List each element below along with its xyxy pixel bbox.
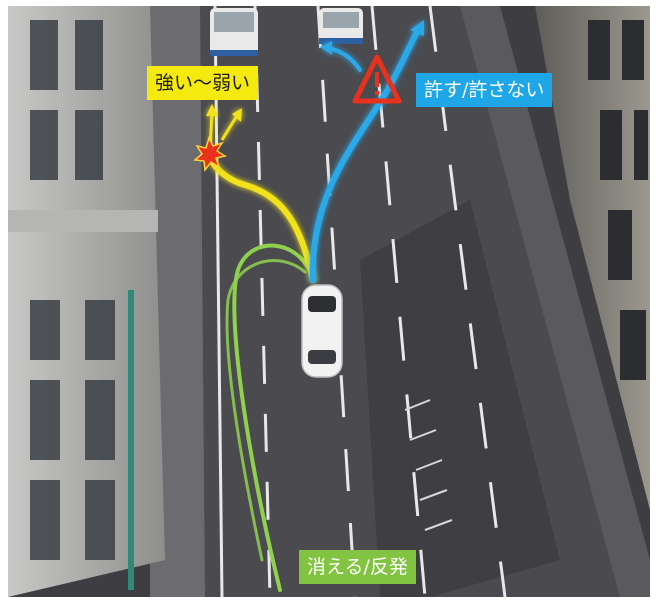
warning-triangle-icon: [352, 54, 402, 104]
building-shadow: [360, 200, 560, 597]
strength-label: 強い～弱い: [147, 66, 259, 100]
bus-left: [210, 8, 258, 56]
ego-car: [301, 284, 343, 378]
green-trajectory: [225, 243, 315, 592]
bus-right: [319, 8, 363, 44]
left-sidewalk: [150, 6, 205, 597]
blue-trajectory: [309, 20, 424, 283]
left-building: [8, 6, 165, 597]
right-building: [535, 6, 650, 510]
road-hatch: [404, 399, 453, 531]
yellow-trajectory: [206, 104, 316, 283]
disappear-rebound-label: 消える/反発: [299, 550, 416, 584]
collision-burst-icon: [193, 135, 227, 172]
right-sidewalk: [460, 6, 650, 597]
permission-label: 許す/許さない: [416, 73, 553, 107]
